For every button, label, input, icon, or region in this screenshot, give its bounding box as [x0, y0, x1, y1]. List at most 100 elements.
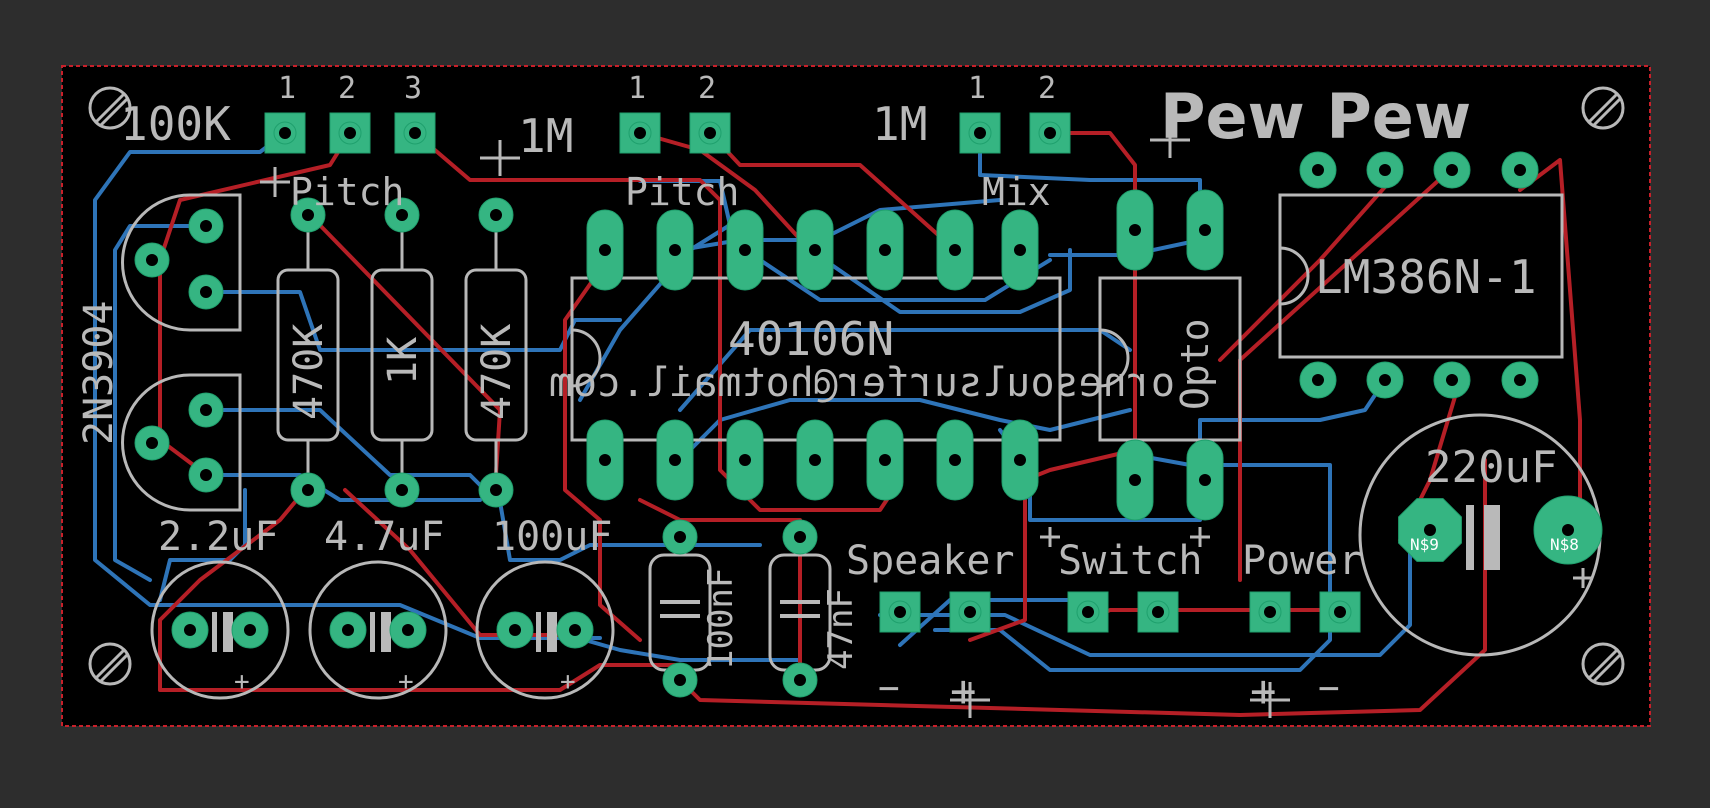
plus-sign-2: +: [1250, 666, 1277, 717]
connector-pad: [949, 591, 991, 633]
pot1-name: Pitch: [290, 170, 404, 214]
pot1-pin2: 2: [338, 71, 356, 106]
r3-label: 470K: [474, 324, 520, 420]
net-n9: N$9: [1410, 535, 1439, 554]
pot-pad: [959, 112, 1001, 154]
ic2-pad: [1501, 361, 1539, 399]
net-n8: N$8: [1550, 535, 1579, 554]
opto-pad: [1186, 189, 1224, 271]
ic1-label: 40106N: [728, 312, 894, 366]
credit-mirrored: ornesoulsurfer@hotmail.com: [549, 360, 1175, 406]
ic1-pad: [586, 419, 624, 501]
opto-pad: [1116, 189, 1154, 271]
ic1-pad: [936, 209, 974, 291]
ic1-pad: [796, 209, 834, 291]
c5-label: 47nF: [821, 588, 861, 670]
silkscreen-text: Pew Pew 100K 1M 1M 1 2 3 1 2 1 2 Pitch P…: [76, 71, 1579, 717]
ic2-label: LM386N-1: [1315, 250, 1537, 304]
ic1-pad: [586, 209, 624, 291]
plus-sign-1: +: [950, 666, 977, 717]
c2-plus: +: [398, 667, 414, 697]
resistor-pad: [384, 472, 420, 508]
pot3-name: Mix: [982, 170, 1051, 214]
ic1-pad: [866, 209, 904, 291]
connector-pad: [1249, 591, 1291, 633]
transistor-pad: [188, 274, 224, 310]
ic1-pad: [1001, 209, 1039, 291]
transistor-pad: [134, 425, 170, 461]
ic2-pad: [1299, 361, 1337, 399]
connector-pad: [1137, 591, 1179, 633]
cap-pad: [496, 611, 534, 649]
board-title: Pew Pew: [1160, 80, 1471, 153]
opto-pad: [1186, 439, 1224, 521]
cap-pad: [231, 611, 269, 649]
c1-plus: +: [234, 667, 250, 697]
ic1-pad: [656, 419, 694, 501]
film-cap-pad: [782, 662, 818, 698]
transistor-pad: [188, 392, 224, 428]
cap-pad: [556, 611, 594, 649]
ic2-pad: [1299, 151, 1337, 189]
resistor-pad: [478, 197, 514, 233]
minus-sign-1: −: [878, 668, 900, 709]
cap-symbols: [212, 505, 1500, 652]
power-label: Power: [1242, 538, 1362, 584]
ic2-pad: [1366, 151, 1404, 189]
pot-pad: [1029, 112, 1071, 154]
film-cap-pad: [782, 519, 818, 555]
pot-pad: [329, 112, 371, 154]
ic1-pad: [1001, 419, 1039, 501]
pot1-value: 100K: [120, 97, 231, 151]
pot-pad: [689, 112, 731, 154]
ic2-pad: [1501, 151, 1539, 189]
ic2-pad: [1366, 361, 1404, 399]
cap-pad: [389, 611, 427, 649]
c6-label: 220uF: [1425, 442, 1557, 493]
r2-label: 1K: [380, 337, 426, 385]
pot3-value: 1M: [872, 97, 927, 151]
speaker-label: Speaker: [846, 538, 1015, 584]
pot2-pin2: 2: [698, 71, 716, 106]
cap-pad: [329, 611, 367, 649]
big-cap-pad: [1533, 495, 1603, 565]
connector-pad: [1319, 591, 1361, 633]
c1-label: 2.2uF: [158, 514, 278, 560]
pot-pad: [619, 112, 661, 154]
pot2-name: Pitch: [625, 170, 739, 214]
resistor-pad: [290, 197, 326, 233]
pot3-pin2: 2: [1038, 71, 1056, 106]
opto-pad: [1116, 439, 1154, 521]
opto-label: Opto: [1173, 318, 1217, 410]
resistor-pad: [384, 197, 420, 233]
transistor-label: 2N3904: [76, 301, 122, 446]
ic1-pad: [796, 419, 834, 501]
cap-pad: [171, 611, 209, 649]
pot-pad: [394, 112, 436, 154]
minus-sign-2: −: [1318, 668, 1340, 709]
ic1-pad: [726, 419, 764, 501]
pot2-pin1: 1: [628, 71, 646, 106]
connector-pad: [1067, 591, 1109, 633]
c2-label: 4.7uF: [324, 514, 444, 560]
pot3-pin1: 1: [968, 71, 986, 106]
connector-pad: [879, 591, 921, 633]
c3-label: 100uF: [492, 514, 612, 560]
pot-pad: [264, 112, 306, 154]
film-cap-pad: [662, 519, 698, 555]
big-cap-pad: [1398, 498, 1462, 562]
ic2-pad: [1433, 151, 1471, 189]
pot1-pin1: 1: [278, 71, 296, 106]
pot1-pin3: 3: [404, 71, 422, 106]
switch-label: Switch: [1058, 538, 1203, 584]
resistor-pad: [290, 472, 326, 508]
ic1-pad: [936, 419, 974, 501]
transistor-pad: [188, 457, 224, 493]
film-cap-pad: [662, 662, 698, 698]
c4-label: 100nF: [701, 568, 741, 670]
r1-label: 470K: [286, 324, 332, 420]
resistor-pad: [478, 472, 514, 508]
pads: [134, 112, 1603, 698]
pot2-value: 1M: [518, 109, 573, 163]
